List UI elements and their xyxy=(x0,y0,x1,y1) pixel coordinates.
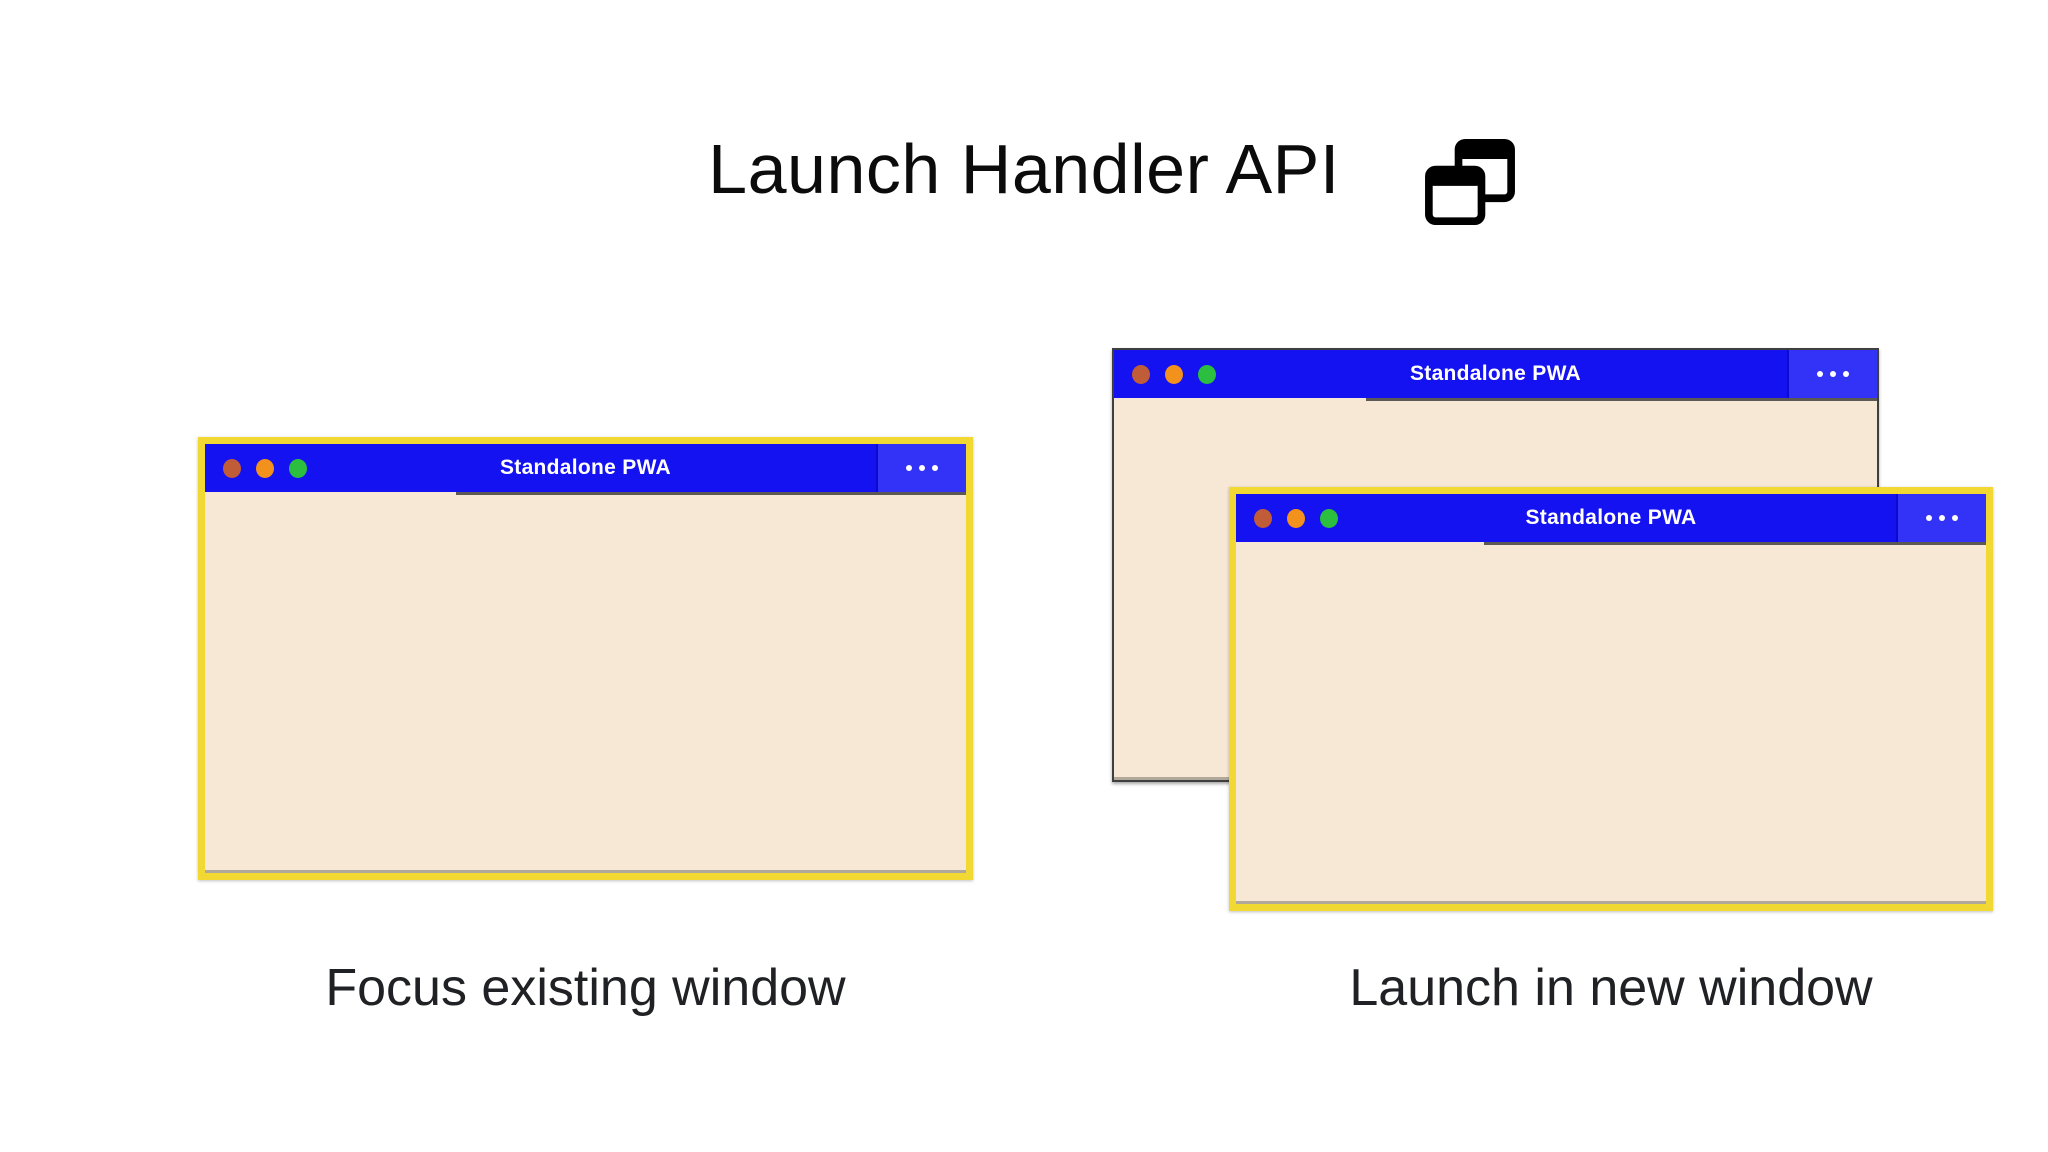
overlapping-windows-icon xyxy=(1425,138,1515,226)
overflow-menu-button[interactable] xyxy=(876,444,966,492)
overflow-menu-icon xyxy=(1926,515,1932,521)
titlebar[interactable]: Standalone PWA xyxy=(1114,350,1877,401)
close-button-dot[interactable] xyxy=(223,458,241,478)
maximize-button-dot[interactable] xyxy=(289,458,307,478)
minimize-button-dot[interactable] xyxy=(1165,364,1183,384)
overflow-menu-icon xyxy=(919,465,925,471)
overflow-menu-icon xyxy=(906,465,912,471)
window-title: Standalone PWA xyxy=(1525,506,1697,529)
overflow-menu-icon xyxy=(1952,515,1958,521)
minimize-button-dot[interactable] xyxy=(256,458,274,478)
pwa-window-focus-existing: Standalone PWA xyxy=(198,437,973,880)
titlebar[interactable]: Standalone PWA xyxy=(1236,494,1986,545)
window-content-area xyxy=(205,492,966,873)
overflow-menu-button[interactable] xyxy=(1896,494,1986,542)
overflow-menu-icon xyxy=(1817,371,1823,377)
maximize-button-dot[interactable] xyxy=(1320,508,1338,528)
minimize-button-dot[interactable] xyxy=(1287,508,1305,528)
titlebar[interactable]: Standalone PWA xyxy=(205,444,966,495)
page-title: Launch Handler API xyxy=(708,130,1340,208)
close-button-dot[interactable] xyxy=(1132,364,1150,384)
overflow-menu-icon xyxy=(1830,371,1836,377)
caption-focus-existing: Focus existing window xyxy=(325,959,846,1017)
overflow-menu-button[interactable] xyxy=(1787,350,1877,398)
maximize-button-dot[interactable] xyxy=(1198,364,1216,384)
pwa-window-new-front: Standalone PWA xyxy=(1229,487,1993,911)
window-controls xyxy=(1254,494,1338,542)
window-controls xyxy=(223,444,307,492)
window-title: Standalone PWA xyxy=(1409,362,1582,385)
close-button-dot[interactable] xyxy=(1254,508,1272,528)
overflow-menu-icon xyxy=(1843,371,1849,377)
overflow-menu-icon xyxy=(932,465,938,471)
caption-launch-new: Launch in new window xyxy=(1349,959,1873,1017)
overflow-menu-icon xyxy=(1939,515,1945,521)
window-content-area xyxy=(1236,542,1986,904)
window-title: Standalone PWA xyxy=(499,456,672,479)
window-controls xyxy=(1132,350,1216,398)
